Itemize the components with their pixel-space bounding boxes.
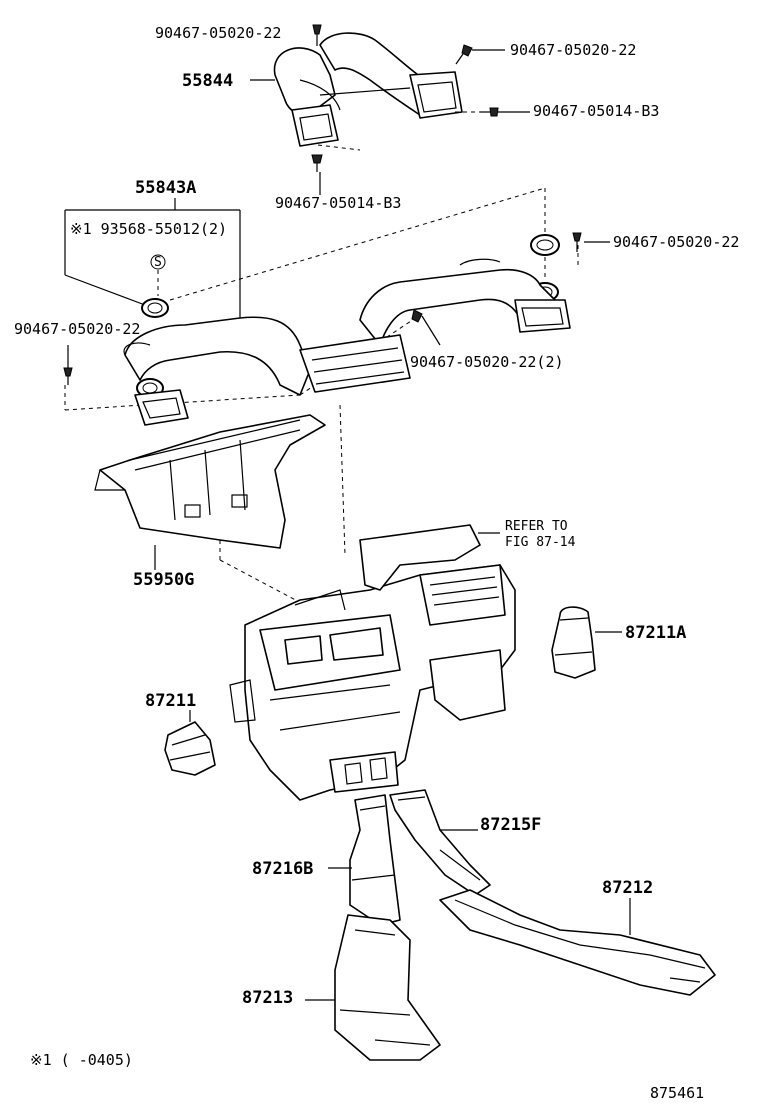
dashed-guide <box>169 187 546 301</box>
part-number-label: 87216B <box>252 859 313 879</box>
part-number-label: 87211 <box>145 691 196 711</box>
part-number-label: 87211A <box>625 623 686 643</box>
screw-icon <box>63 345 73 385</box>
leader-line <box>421 315 441 346</box>
seal-symbol-label: S <box>154 255 162 270</box>
leader-line <box>64 274 146 306</box>
dashed-guide <box>339 404 346 556</box>
duct-87212 <box>439 889 716 996</box>
duct-87216b <box>349 794 401 926</box>
part-number-label: 87213 <box>242 988 293 1008</box>
duct-55950g <box>94 414 326 549</box>
screw-icon <box>572 232 582 252</box>
screw-icon <box>311 154 323 172</box>
reference-note: REFER TO <box>505 519 568 534</box>
part-number-label: 55843A <box>135 178 196 198</box>
part-number-label: 87215F <box>480 815 541 835</box>
seal-ring-icon <box>530 234 560 256</box>
part-number-label: 90467-05020-22 <box>14 320 140 338</box>
seal-note: ※1 93568-55012(2) <box>70 220 227 238</box>
reference-note: FIG 87-14 <box>505 535 576 550</box>
figure-number: 875461 <box>650 1084 704 1102</box>
part-number-label: 87212 <box>602 878 653 898</box>
duct-87211 <box>164 721 216 776</box>
duct-55844 <box>273 32 463 147</box>
part-number-label: 90467-05020-22 <box>613 233 739 251</box>
screw-icon <box>411 309 423 323</box>
seal-ring-icon <box>141 298 169 318</box>
part-number-label: 90467-05020-22 <box>510 41 636 59</box>
screw-icon <box>455 44 473 65</box>
heater-unit-assembly <box>229 524 516 801</box>
part-number-label: 90467-05014-B3 <box>533 102 659 120</box>
dashed-guide <box>317 144 361 151</box>
duct-87215f <box>389 789 491 896</box>
duct-87213 <box>334 914 441 1061</box>
part-number-label: 55950G <box>133 570 194 590</box>
part-number-label: 90467-05020-22 <box>155 24 281 42</box>
part-number-label: 90467-05014-B3 <box>275 194 401 212</box>
duct-87211a <box>551 606 596 679</box>
dashed-guide <box>219 559 306 606</box>
seal-symbol-icon <box>150 254 166 270</box>
part-number-label: 55844 <box>182 71 233 91</box>
screw-icon <box>312 24 322 46</box>
footnote: ※1 ( -0405) <box>30 1051 133 1069</box>
duct-55843a <box>123 258 571 426</box>
part-number-label: 90467-05020-22(2) <box>410 353 564 371</box>
